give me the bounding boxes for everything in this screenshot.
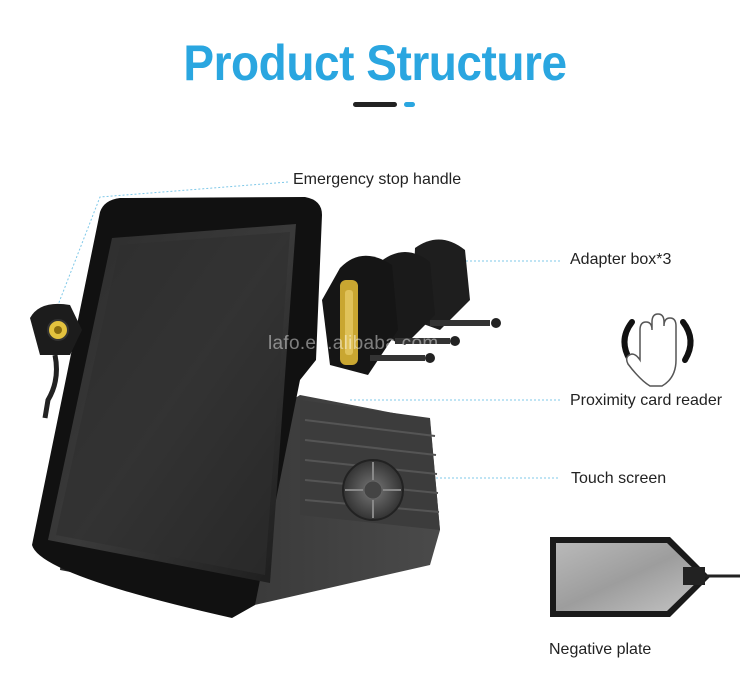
emergency-stop-handle: [30, 303, 82, 419]
touch-screen-panel: [32, 197, 322, 618]
watermark: lafo.en.alibaba.com: [268, 333, 439, 354]
label-emergency-stop-handle: Emergency stop handle: [293, 171, 462, 188]
leader-line-emergency-stop: [57, 181, 289, 306]
label-touch-screen: Touch screen: [571, 470, 667, 487]
negative-plate: [550, 537, 740, 617]
label-proximity-card-reader: Proximity card reader: [570, 392, 723, 409]
label-adapter-box: Adapter box*3: [570, 251, 672, 268]
title-underline-accent: [404, 102, 415, 107]
adapter-boxes: [322, 239, 501, 375]
page-title: Product Structure: [183, 35, 567, 91]
proximity-hand-icon: [621, 313, 694, 387]
adapter-box-1: [322, 255, 435, 375]
title-underline-dark: [353, 102, 397, 107]
label-negative-plate: Negative plate: [549, 641, 652, 658]
